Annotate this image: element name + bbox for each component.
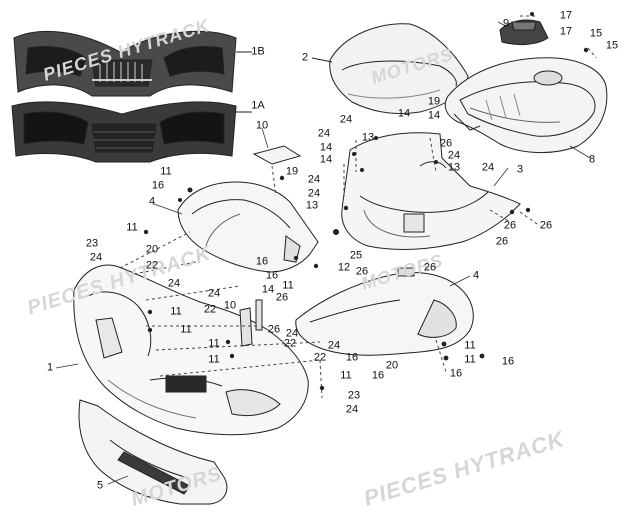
callout-13c: 11 <box>282 279 294 292</box>
part-7-rear-fender <box>444 57 608 153</box>
callout-13h: 11 <box>340 369 352 382</box>
callout-16d: 14 <box>427 109 441 122</box>
callout-13f: 11 <box>208 337 220 350</box>
part-3-center-panel <box>341 132 521 250</box>
callout-13i: 11 <box>464 339 476 352</box>
callout-25d: 24 <box>481 161 495 174</box>
part-1-front-body <box>73 264 309 436</box>
callout-21b: 19 <box>427 95 441 108</box>
part-8-bracket <box>499 19 549 46</box>
callout-13a: 11 <box>160 165 172 178</box>
callout-13d: 11 <box>170 305 182 318</box>
callout-5: 4 <box>148 195 156 208</box>
part-4-side-fender <box>295 267 474 356</box>
part-5-fender <box>177 181 319 273</box>
callout-18e: 16 <box>371 369 385 382</box>
callout-25f: 24 <box>307 187 321 200</box>
callout-25k: 24 <box>327 339 341 352</box>
callout-18a: 16 <box>151 179 165 192</box>
callout-9: 10 <box>255 119 269 132</box>
callout-23b: 23 <box>347 389 361 402</box>
callout-22b: 22 <box>203 303 217 316</box>
callout-21a: 19 <box>285 165 299 178</box>
callout-15a: 13 <box>361 131 375 144</box>
callout-2: 2 <box>301 51 309 64</box>
callout-17b: 15 <box>605 39 619 52</box>
assembly-lines <box>119 15 597 399</box>
callout-1a: 1A <box>251 99 265 112</box>
callout-25i: 24 <box>207 287 221 300</box>
callout-22d: 22 <box>313 351 327 364</box>
leader-2 <box>311 57 333 63</box>
callout-13j: 11 <box>464 353 476 366</box>
callout-25a: 24 <box>339 113 353 126</box>
callout-25g: 24 <box>89 251 103 264</box>
callout-22c: 22 <box>283 337 297 350</box>
callout-18d: 16 <box>345 351 359 364</box>
callout-22a: 22 <box>145 259 159 272</box>
callout-25l: 24 <box>345 403 359 416</box>
callout-1b: 1B <box>251 45 265 58</box>
callout-26c: 26 <box>539 219 553 232</box>
callout-24: 25 <box>349 249 363 262</box>
callout-26h: 26 <box>267 323 281 336</box>
callout-25c: 24 <box>447 149 461 162</box>
callout-8: 9 <box>502 17 510 30</box>
callout-13e: 11 <box>180 323 192 336</box>
callout-16b: 14 <box>319 153 333 166</box>
callout-26d: 26 <box>495 235 509 248</box>
callout-11: 12 <box>337 261 351 274</box>
leader-lines <box>55 21 591 485</box>
part-1b-photo <box>13 30 237 97</box>
callout-26g: 26 <box>275 291 289 304</box>
callout-20b: 20 <box>385 359 399 372</box>
callout-19b: 17 <box>559 25 573 38</box>
callout-25j: 24 <box>285 327 299 340</box>
callout-19a: 17 <box>559 9 573 22</box>
callout-15b: 13 <box>447 161 461 174</box>
callout-25b: 24 <box>317 127 331 140</box>
callout-7: 8 <box>588 153 596 166</box>
callout-25h: 24 <box>167 277 181 290</box>
callout-26f: 26 <box>423 261 437 274</box>
callout-17a: 15 <box>589 27 603 40</box>
callout-4: 4 <box>472 269 480 282</box>
callout-25e: 24 <box>307 173 321 186</box>
callout-26a: 26 <box>439 137 453 150</box>
callout-26e: 26 <box>355 265 369 278</box>
callout-1: 1 <box>46 361 54 374</box>
part-10-bracket <box>239 307 253 347</box>
callout-13b: 11 <box>126 221 138 234</box>
callout-18g: 16 <box>449 367 463 380</box>
callout-16a: 14 <box>319 141 333 154</box>
callout-26b: 26 <box>503 219 517 232</box>
callout-12: 13 <box>305 199 319 212</box>
part-1a-photo <box>11 101 237 163</box>
callout-23a: 23 <box>85 237 99 250</box>
callout-6: 5 <box>96 479 104 492</box>
callout-3: 3 <box>516 163 524 176</box>
callout-18f: 16 <box>501 355 515 368</box>
fasteners <box>143 12 589 391</box>
part-9-plate <box>252 145 302 165</box>
part-14-bracket <box>255 299 263 331</box>
callout-20a: 20 <box>145 243 159 256</box>
callout-16c: 14 <box>397 107 411 120</box>
callout-18b: 16 <box>255 255 269 268</box>
callout-18c: 16 <box>265 269 279 282</box>
callout-13g: 11 <box>208 353 220 366</box>
part-6-bumper <box>78 399 228 505</box>
callout-10: 10 <box>223 299 237 312</box>
callout-14: 14 <box>261 283 275 296</box>
